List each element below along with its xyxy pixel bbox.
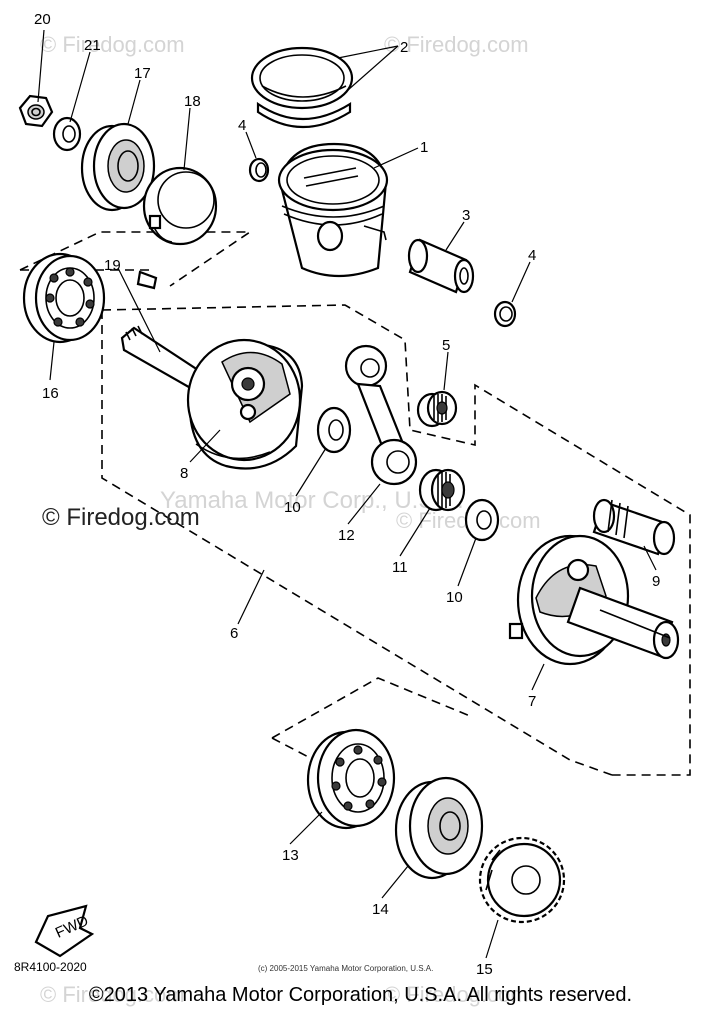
diagram-part-code: 8R4100-2020: [14, 960, 87, 974]
copyright-notice: ©2013 Yamaha Motor Corporation, U.S.A. A…: [88, 984, 633, 1006]
woodruff-key-part: [136, 270, 158, 290]
washer-part: [52, 116, 82, 152]
watermark-site-label: © Firedog.com: [42, 504, 200, 531]
nut-part: [18, 94, 54, 128]
callout-7: 7: [528, 693, 536, 710]
callout-16: 16: [42, 385, 59, 402]
callout-4-upper: 4: [238, 117, 246, 134]
leader-lines: [37, 29, 657, 959]
collar-part: [142, 166, 218, 246]
oil-seal-part-lower: [394, 776, 484, 880]
callout-1: 1: [420, 139, 428, 156]
big-end-bearing-part: [418, 468, 466, 512]
drive-gear-part: [478, 836, 566, 924]
circlip-part-upper: [248, 157, 270, 183]
connecting-rod-part: [344, 344, 418, 486]
callout-9: 9: [652, 573, 660, 590]
callout-11: 11: [392, 559, 408, 576]
callout-19: 19: [104, 257, 121, 274]
bearing-part-lower: [306, 728, 396, 830]
watermark-top-right: © Firedog.com: [384, 32, 529, 57]
piston-pin-part: [407, 238, 475, 294]
callout-10-right: 10: [446, 589, 463, 606]
crank-half-left-part: [120, 325, 304, 470]
piston-rings-part: [250, 46, 354, 128]
callout-12: 12: [338, 527, 355, 544]
oil-seal-part: [80, 122, 156, 212]
thrust-washer-part-left: [316, 406, 352, 454]
callout-10-left: 10: [284, 499, 301, 516]
callout-13: 13: [282, 847, 299, 864]
fwd-arrow-icon: FWD: [34, 904, 95, 958]
watermark-company: Yamaha Motor Corp., U.S.A.: [160, 487, 464, 514]
callout-17: 17: [134, 65, 151, 82]
callout-2: 2: [400, 39, 408, 56]
crank-half-right-part: [508, 534, 680, 666]
bearing-part-left: [22, 252, 106, 344]
circlip-part-lower: [493, 300, 517, 328]
callout-21: 21: [84, 37, 101, 54]
small-end-bearing-part: [416, 390, 458, 428]
assembly-outline-crankshaft: [101, 304, 691, 776]
callout-6: 6: [230, 625, 238, 642]
watermark-bottom-left: © Firedog.com: [40, 982, 185, 1007]
callout-4-lower: 4: [528, 247, 536, 264]
callout-20: 20: [34, 11, 51, 28]
thrust-washer-part-right: [464, 498, 500, 542]
piston-part: [277, 142, 389, 278]
callout-8: 8: [180, 465, 188, 482]
callout-5: 5: [442, 337, 450, 354]
callout-18: 18: [184, 93, 201, 110]
callout-14: 14: [372, 901, 389, 918]
watermark-top-left: © Firedog.com: [40, 32, 185, 57]
callout-15: 15: [476, 961, 493, 978]
callout-3: 3: [462, 207, 470, 224]
watermark-bottom-right: © Firedog.com: [384, 982, 529, 1007]
callout-labels: 20 21 17 18 2 4 1 3 4 19 16 5 8 10 12 11…: [34, 11, 660, 978]
crank-pin-part: [592, 498, 676, 556]
small-copyright: (c) 2005-2015 Yamaha Motor Corporation, …: [258, 964, 434, 973]
